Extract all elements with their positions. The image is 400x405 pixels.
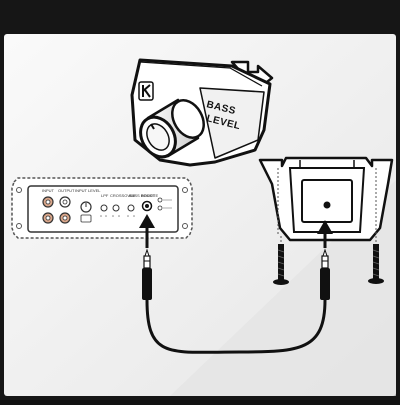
- amp-markings: [100, 215, 135, 217]
- amp-label-remote: REMOTE: [141, 193, 158, 198]
- screw-right: [368, 236, 384, 284]
- lpf-knob: [100, 204, 108, 212]
- amp-label-input-level: INPUT LEVEL: [75, 188, 101, 193]
- rca-output-jacks: [59, 196, 71, 224]
- k-logo-icon: [138, 81, 154, 101]
- bracket-recess: [301, 179, 353, 223]
- mounting-bracket: [258, 156, 394, 242]
- amp-screw: [182, 187, 188, 193]
- remote-cable: [142, 248, 330, 354]
- screw-left: [273, 236, 289, 285]
- amp-label-crossover: CROSSOVER: [110, 193, 136, 198]
- amplifier-panel: INPUT OUTPUT INPUT LEVEL LPF CROSSOVER B…: [11, 177, 193, 239]
- rca-input-jacks: [42, 196, 54, 224]
- cable-line: [145, 299, 327, 354]
- bracket-center-hole: [323, 201, 331, 209]
- amp-label-input: INPUT: [42, 188, 55, 193]
- right-plug: [320, 248, 330, 300]
- bass-level-knob: [139, 98, 205, 159]
- left-plug: [142, 248, 152, 300]
- crossover-knob: [112, 204, 120, 212]
- amp-label-lpf: LPF: [101, 193, 109, 198]
- bass-boost-knob: [127, 204, 135, 212]
- bracket-top-notch: [299, 160, 355, 168]
- status-leds: [157, 197, 172, 211]
- input-level-knob: [80, 201, 92, 223]
- bass-level-remote: BASS LEVEL: [130, 58, 274, 167]
- remote-top-edge: [139, 61, 263, 87]
- remote-jack: [141, 200, 153, 212]
- amp-screw: [16, 187, 22, 193]
- amp-label-output: OUTPUT: [58, 188, 75, 193]
- amp-screw: [16, 223, 22, 229]
- arrow-to-bracket-icon: [317, 220, 333, 248]
- arrow-to-amp-icon: [139, 214, 155, 248]
- remote-side-face: [199, 87, 265, 159]
- amp-screw: [182, 223, 188, 229]
- amp-label-bass-boost: BASS BOOST: [129, 193, 155, 198]
